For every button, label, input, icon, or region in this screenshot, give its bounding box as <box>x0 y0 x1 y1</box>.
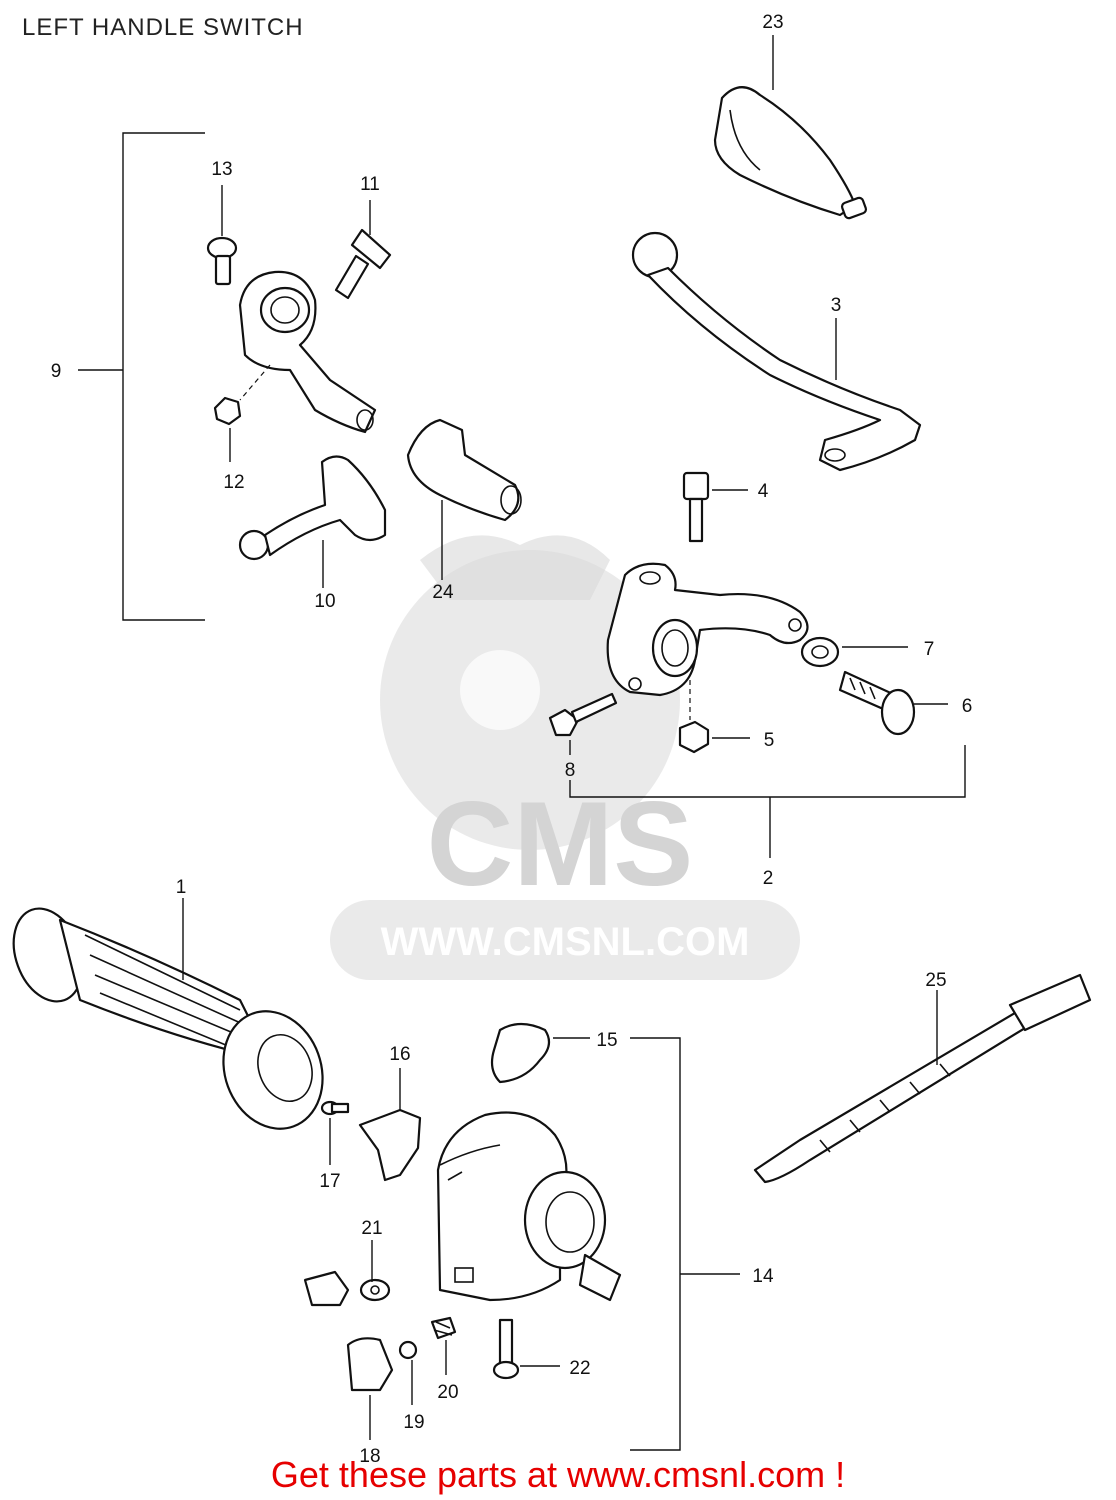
part-5-nut <box>678 720 750 754</box>
part-24-cover <box>406 418 522 580</box>
cms-watermark: CMS WWW.CMSNL.COM <box>330 535 800 980</box>
label-2: 2 <box>763 868 774 889</box>
bracket-9 <box>122 132 205 621</box>
watermark-banner <box>330 900 800 980</box>
part-9-switch-holder <box>238 270 377 434</box>
part-7-locknut <box>800 636 908 668</box>
label-17: 17 <box>319 1171 340 1192</box>
label-10: 10 <box>314 591 335 612</box>
part-14-switch-housing <box>436 1037 740 1451</box>
part-21-socket <box>303 1240 391 1307</box>
part-23-lever-cover <box>713 35 868 220</box>
label-19: 19 <box>403 1412 424 1433</box>
label-25: 25 <box>925 970 946 991</box>
footer-promo-link[interactable]: Get these parts at www.cmsnl.com ! <box>270 1454 846 1495</box>
label-1: 1 <box>176 877 187 898</box>
part-3-clutch-lever <box>631 231 922 472</box>
part-17-screw <box>320 1100 350 1165</box>
label-15: 15 <box>596 1030 617 1051</box>
label-16: 16 <box>389 1044 410 1065</box>
part-6-adjuster <box>838 670 948 736</box>
label-21: 21 <box>361 1218 382 1239</box>
page-title: LEFT HANDLE SWITCH <box>22 14 304 41</box>
part-10-choke-lever <box>238 455 387 588</box>
part-16-switch-knob <box>358 1068 422 1182</box>
part-19-detent-ball <box>398 1340 418 1405</box>
part-22-screw <box>492 1318 560 1380</box>
label-4: 4 <box>758 481 769 502</box>
label-8: 8 <box>565 760 576 781</box>
part-13-screw <box>206 185 238 286</box>
label-12: 12 <box>223 472 244 493</box>
part-1-handlebar-grip <box>12 898 324 1130</box>
part-18-switch-block <box>346 1337 394 1440</box>
label-5: 5 <box>764 730 775 751</box>
label-20: 20 <box>437 1382 458 1403</box>
part-8-bolt <box>548 692 618 755</box>
label-22: 22 <box>569 1358 590 1379</box>
label-3: 3 <box>831 295 842 316</box>
watermark-brand: CMS <box>427 777 694 911</box>
label-13: 13 <box>211 159 232 180</box>
part-11-pivot-screw <box>334 200 392 300</box>
label-18: 18 <box>359 1446 380 1467</box>
label-24: 24 <box>432 582 454 603</box>
part-15-switch-knob <box>490 1022 590 1084</box>
label-6: 6 <box>962 696 973 717</box>
bracket-2 <box>569 745 966 798</box>
label-14: 14 <box>752 1266 774 1287</box>
label-7: 7 <box>924 639 935 660</box>
part-2-lever-holder <box>606 562 809 720</box>
watermark-url: WWW.CMSNL.COM <box>381 920 750 964</box>
label-23: 23 <box>762 12 783 33</box>
part-12-nut <box>213 396 242 462</box>
label-11: 11 <box>360 174 380 195</box>
part-25-cable-tie <box>753 973 1092 1184</box>
label-9: 9 <box>51 361 62 382</box>
part-4-bolt <box>682 471 748 543</box>
part-20-spring <box>430 1316 457 1375</box>
